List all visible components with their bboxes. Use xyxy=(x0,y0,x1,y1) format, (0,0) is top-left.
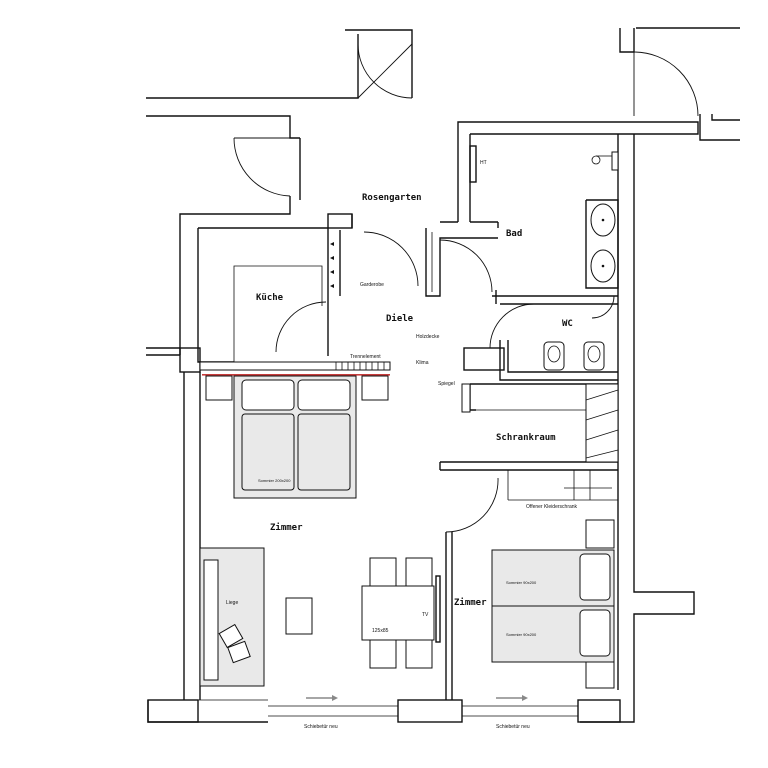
door-swings xyxy=(233,43,699,533)
label-rosengarten: Rosengarten xyxy=(362,193,422,203)
wc-fixtures xyxy=(543,341,605,371)
sliding-door-arrows xyxy=(306,695,528,701)
note-table-size: 125x85 xyxy=(372,628,389,634)
garderobe-hooks xyxy=(330,230,341,296)
liege-sofa xyxy=(199,547,265,687)
note-spiegel: Spiegel xyxy=(438,381,455,387)
note-klima: Klima xyxy=(416,360,429,366)
bath-fixtures xyxy=(469,145,619,283)
single-beds xyxy=(491,549,615,663)
label-wc: WC xyxy=(562,319,573,329)
double-bed xyxy=(233,375,357,499)
label-zimmer-right: Zimmer xyxy=(454,597,487,608)
label-kueche: Küche xyxy=(256,293,284,303)
note-bed-single-1: Sommier 90x200 xyxy=(506,580,537,585)
trennelement-strip xyxy=(199,361,391,401)
note-liege: Liege xyxy=(226,600,238,606)
note-schiebetuer-left: Schiebetür neu xyxy=(304,724,338,730)
label-bad: Bad xyxy=(506,229,522,239)
note-bed-single-2: Sommier 90x200 xyxy=(506,632,537,637)
label-diele: Diele xyxy=(386,313,414,324)
note-bed-double: Sommier 200x200 xyxy=(258,478,291,483)
note-offener-kleiderschrank: Offener Kleiderschrank xyxy=(526,504,578,510)
note-ht: HT xyxy=(480,160,487,166)
note-tv: TV xyxy=(422,612,429,618)
note-holzdecke: Holzdecke xyxy=(416,334,440,340)
pouf xyxy=(285,597,313,635)
label-zimmer-left: Zimmer xyxy=(270,522,303,533)
note-schiebetuer-right: Schiebetür neu xyxy=(496,724,530,730)
label-schrankraum: Schrankraum xyxy=(496,433,556,443)
dining-table xyxy=(361,557,441,669)
schrankraum-shelves xyxy=(461,383,619,500)
note-garderobe: Garderobe xyxy=(360,282,384,288)
note-trennelement: Trennelement xyxy=(350,354,381,360)
